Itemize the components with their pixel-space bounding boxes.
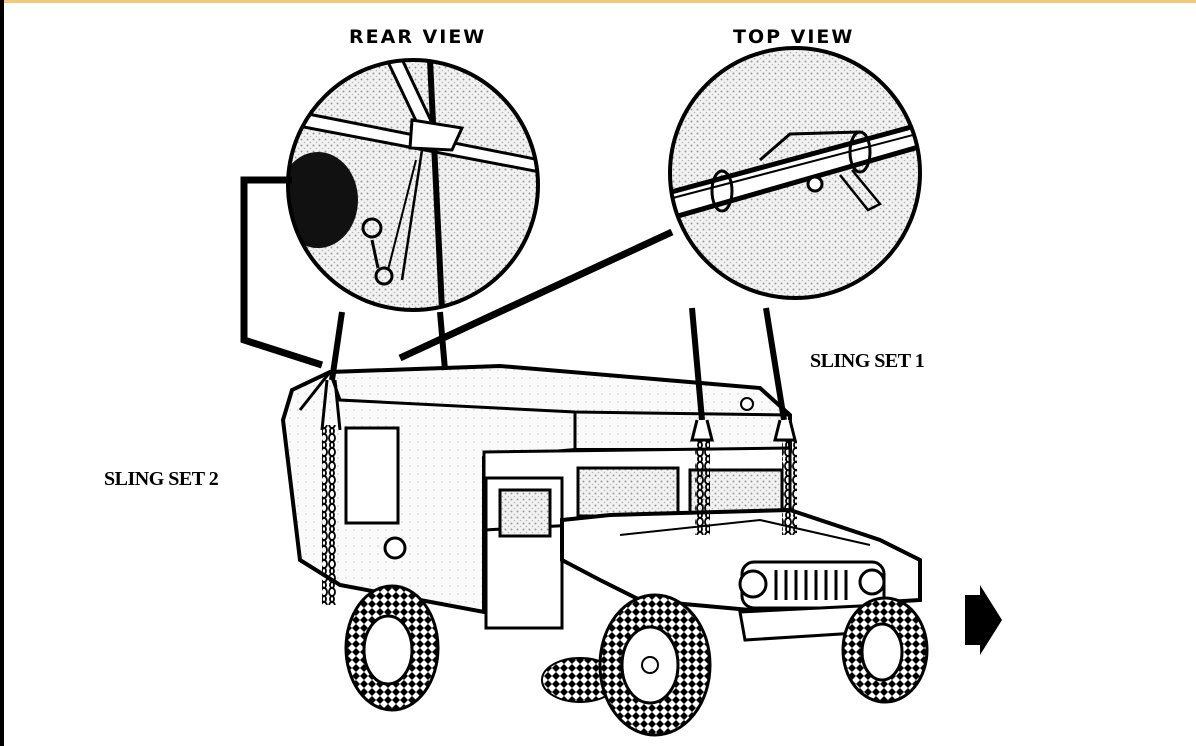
top-view-label: TOP VIEW [733, 26, 855, 48]
top-border [0, 0, 1196, 3]
sling-set-2 [320, 311, 345, 605]
left-border [0, 0, 4, 746]
rear-sling-strap [437, 311, 448, 371]
top-view-detail [668, 46, 922, 300]
rear-view-label: REAR VIEW [349, 26, 487, 48]
sling-set-2-label: SLING SET 2 [104, 468, 219, 490]
next-arrow-icon[interactable] [965, 585, 1002, 655]
sling-set-1 [689, 307, 797, 535]
leader-lines [240, 176, 674, 369]
wheels [344, 584, 929, 737]
sling-set-1-label: SLING SET 1 [810, 350, 925, 372]
rear-view-detail [286, 58, 540, 312]
